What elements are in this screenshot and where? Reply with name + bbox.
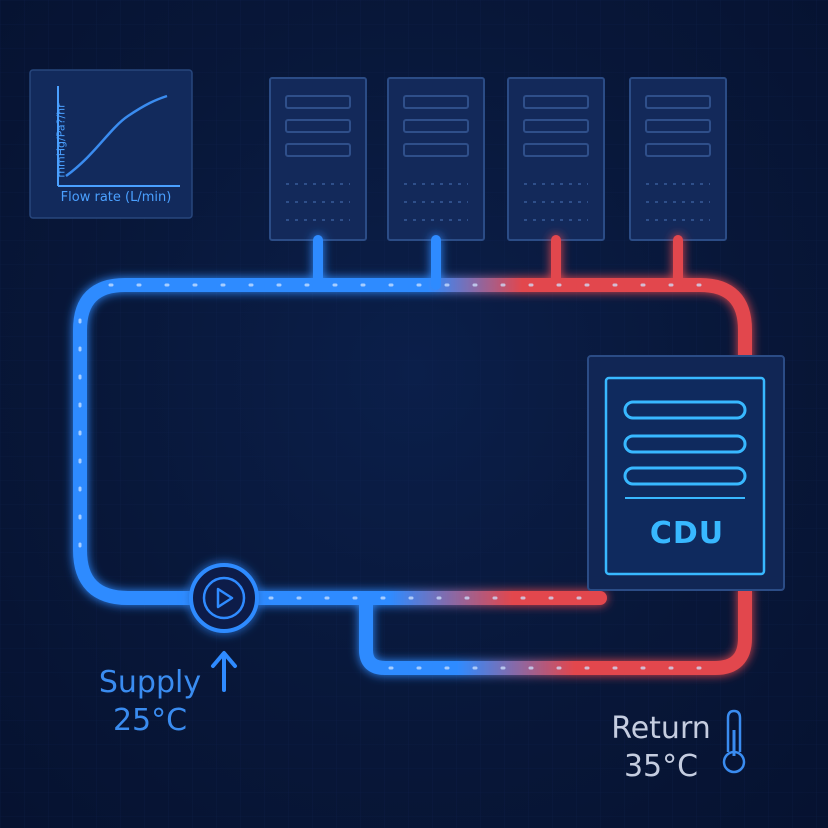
return-temp: 35°C	[623, 749, 699, 784]
flow-chart-inset	[29, 69, 193, 219]
thermometer-icon	[722, 709, 746, 774]
cdu-unit	[587, 355, 785, 591]
server-rack-icon	[507, 77, 605, 241]
coolant-pipes	[73, 235, 752, 675]
supply-name: Supply	[98, 665, 202, 700]
pipe-return-loop	[359, 583, 752, 675]
chart-x-label: Flow rate (L/min)	[60, 190, 172, 205]
server-racks	[269, 77, 727, 241]
chart-curve	[65, 94, 168, 178]
server-rack-icon	[629, 77, 727, 241]
flow-particles	[78, 283, 722, 670]
supply-label: Supply 25°C	[70, 664, 230, 740]
server-rack-icon	[387, 77, 485, 241]
return-label: Return 35°C	[596, 710, 726, 786]
server-rack-icon	[269, 77, 367, 241]
return-name: Return	[611, 711, 711, 746]
pump-icon	[189, 563, 259, 633]
chart-y-label: mmHg/Pa?/hr	[54, 103, 68, 178]
arrow-up-icon	[211, 651, 237, 692]
supply-temp: 25°C	[112, 703, 188, 738]
pipe-loop-top	[73, 278, 752, 605]
cdu-label: CDU	[649, 516, 725, 551]
